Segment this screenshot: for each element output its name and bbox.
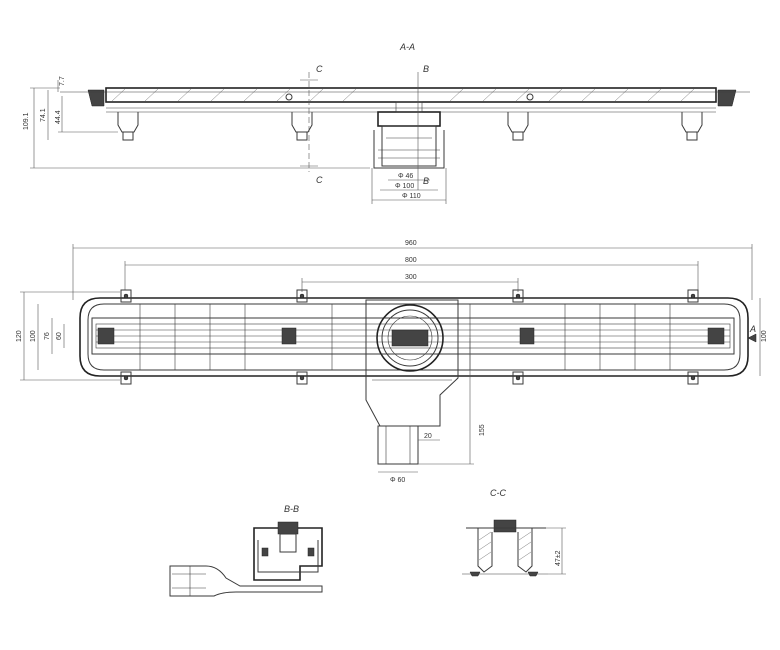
left-flange bbox=[87, 89, 105, 107]
dim-overall: 960 bbox=[405, 240, 417, 247]
channel-outline bbox=[79, 297, 749, 377]
section-c-c: C-C 47±2 bbox=[462, 488, 566, 577]
dim-d-inner: Φ 46 bbox=[398, 173, 413, 180]
section-b-b: B-B bbox=[169, 504, 323, 597]
leveling-feet bbox=[117, 112, 703, 141]
mounting-lugs bbox=[120, 289, 699, 385]
channel-hatch bbox=[111, 88, 695, 102]
aa-left-dimensions: 109.1 74.1 44.4 7.7 bbox=[23, 76, 370, 169]
dim-center: 300 bbox=[405, 274, 417, 281]
channel-body bbox=[105, 87, 717, 103]
outlet-plan bbox=[365, 299, 459, 465]
dim-d-outer: Φ 110 bbox=[402, 193, 421, 200]
dim-top: 7.7 bbox=[59, 76, 66, 86]
section-c-c-title: C-C bbox=[490, 488, 506, 498]
bolt-right bbox=[526, 93, 534, 101]
cut-a-arrow bbox=[747, 333, 757, 343]
aa-outlet-dimensions: Φ 46 Φ 100 Φ 110 bbox=[371, 168, 447, 204]
dim-outlet-depth: 155 bbox=[479, 424, 486, 436]
central-outlet-section bbox=[373, 101, 445, 169]
cc-hatch bbox=[478, 531, 532, 561]
right-flange bbox=[717, 89, 737, 107]
dim-height-left: 120 bbox=[16, 330, 23, 342]
dim-d-mid: Φ 100 bbox=[395, 183, 414, 190]
cut-a-label: A bbox=[749, 324, 756, 334]
dim-outlet-offset: 20 bbox=[424, 433, 432, 440]
cut-b-bottom: B bbox=[423, 176, 429, 186]
dim-low-height: 44.4 bbox=[55, 110, 62, 124]
dim-inner: 800 bbox=[405, 257, 417, 264]
dim-cc-height: 47±2 bbox=[555, 550, 562, 566]
cut-b-top: B bbox=[423, 64, 429, 74]
dim-total-height: 109.1 bbox=[23, 112, 30, 130]
dim-height-inner: 100 bbox=[30, 330, 37, 342]
grate-ribs bbox=[139, 304, 671, 370]
plan-view: 960 800 300 bbox=[16, 240, 768, 484]
section-a-a-title: A-A bbox=[399, 42, 415, 52]
section-a-a: A-A bbox=[23, 42, 750, 204]
bolt-left bbox=[285, 93, 293, 101]
dim-height-small2: 60 bbox=[56, 332, 63, 340]
cut-c-bottom: C bbox=[316, 175, 323, 185]
dim-outlet-d: Φ 60 bbox=[390, 477, 405, 484]
dim-mid-height: 74.1 bbox=[40, 108, 47, 122]
dim-right: 100 bbox=[761, 330, 768, 342]
section-b-b-title: B-B bbox=[284, 504, 299, 514]
plan-left-dimensions: 120 100 76 60 bbox=[16, 291, 120, 381]
grate-clips bbox=[97, 327, 725, 345]
cut-c-top: C bbox=[316, 64, 323, 74]
dim-height-small1: 76 bbox=[44, 332, 51, 340]
